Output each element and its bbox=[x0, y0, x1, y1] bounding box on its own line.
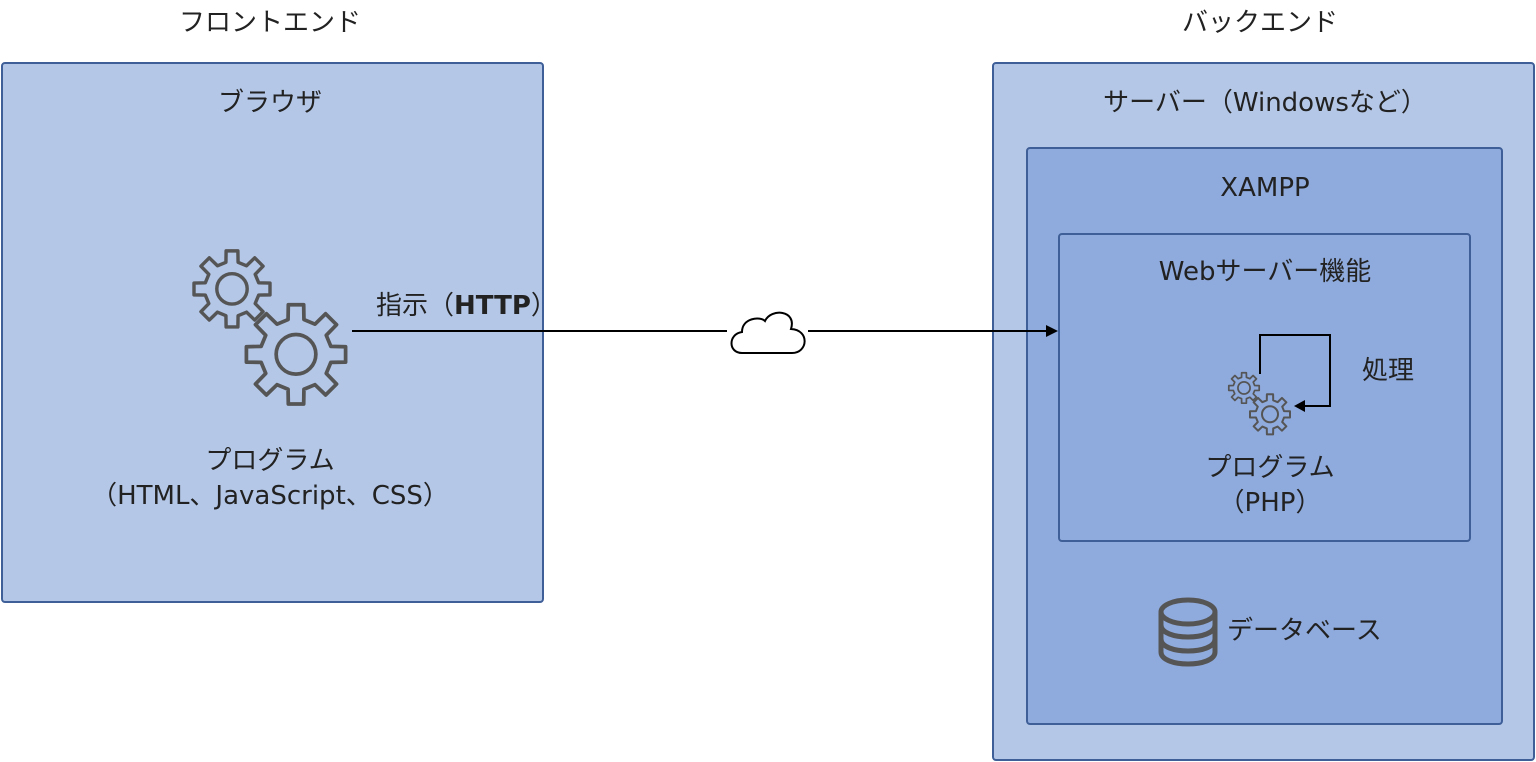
backend-program-label: プログラム （PHP） bbox=[1165, 451, 1375, 521]
request-label: 指示（HTTP） bbox=[376, 289, 557, 323]
frontend-program-name: プログラム bbox=[205, 446, 335, 476]
frontend-program-languages: （HTML、JavaScript、CSS） bbox=[91, 481, 449, 511]
backend-heading: バックエンド bbox=[1181, 8, 1338, 38]
request-arrow bbox=[352, 325, 1058, 337]
xampp-label: XAMPP bbox=[1220, 173, 1310, 203]
backend-program-name: プログラム bbox=[1205, 453, 1335, 483]
cloud-icon bbox=[730, 311, 806, 354]
backend-gears-icon bbox=[1227, 371, 1291, 436]
webserver-box bbox=[1058, 233, 1471, 542]
request-protocol: HTTP bbox=[454, 291, 531, 321]
frontend-heading: フロントエンド bbox=[178, 8, 361, 38]
webserver-label: Webサーバー機能 bbox=[1158, 257, 1372, 287]
database-label: データベース bbox=[1227, 616, 1382, 646]
process-label: 処理 bbox=[1362, 356, 1415, 386]
process-loop-arrow bbox=[1259, 334, 1331, 412]
request-label-suffix: ） bbox=[530, 291, 557, 321]
database-icon bbox=[1158, 597, 1218, 667]
server-label: サーバー（Windowsなど） bbox=[1103, 88, 1427, 118]
frontend-program-label: プログラム （HTML、JavaScript、CSS） bbox=[60, 444, 480, 514]
browser-box bbox=[1, 62, 544, 603]
backend-program-language: （PHP） bbox=[1218, 488, 1322, 518]
frontend-gears-icon bbox=[192, 249, 348, 406]
browser-label: ブラウザ bbox=[217, 88, 322, 118]
request-label-prefix: 指示（ bbox=[376, 291, 455, 321]
